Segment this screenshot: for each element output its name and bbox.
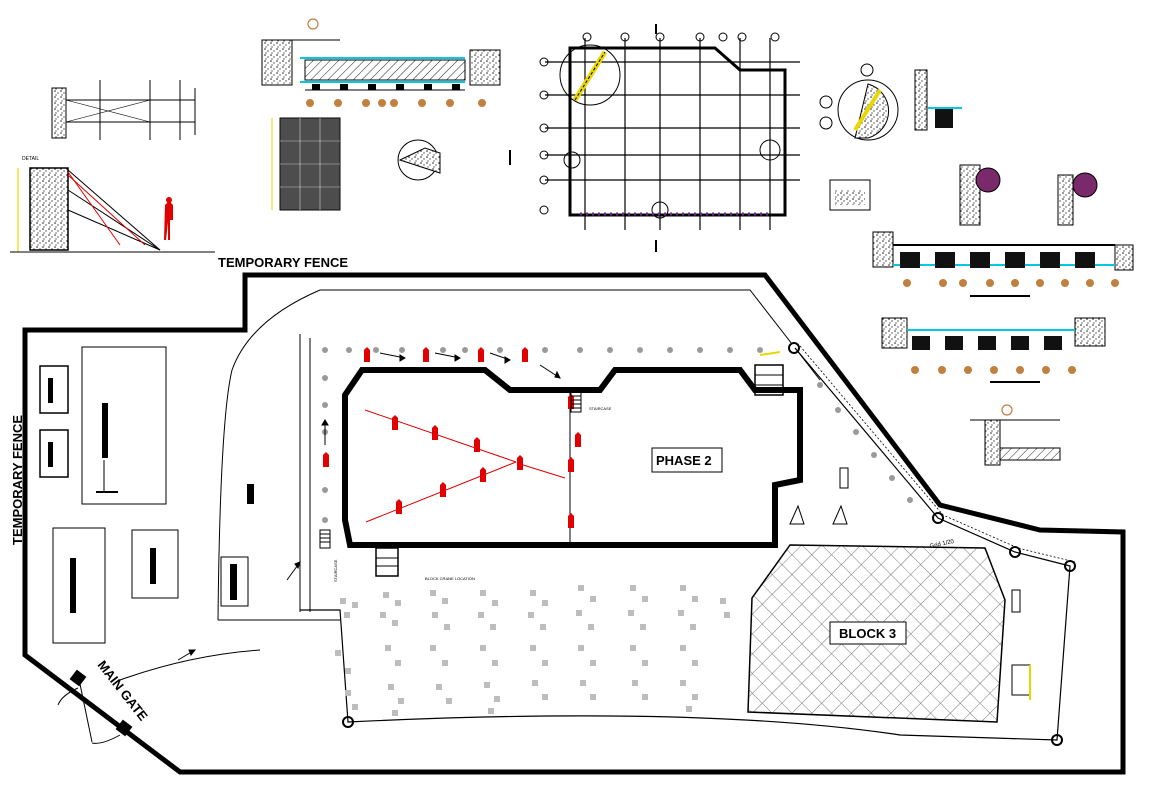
fence-posts bbox=[322, 347, 913, 523]
worker-marks-top bbox=[323, 347, 581, 528]
grid-reference-label: Grid 1/20 bbox=[929, 539, 955, 550]
svg-text:DETAIL: DETAIL bbox=[22, 156, 39, 162]
footing-section-h bbox=[872, 231, 1134, 297]
corner-detail-j bbox=[970, 404, 1061, 466]
main-gate bbox=[57, 669, 133, 744]
fence-detail-b: DETAIL bbox=[10, 156, 215, 253]
grid-plan-e bbox=[509, 24, 800, 252]
crane-note-label: BLOCK CRANE LOCATION bbox=[425, 576, 475, 581]
phase-2-label: PHASE 2 bbox=[656, 453, 712, 468]
parking-row-2 bbox=[335, 645, 698, 674]
site-offices bbox=[39, 346, 254, 644]
direction-arrows bbox=[177, 352, 561, 661]
inner-perimeter-fence bbox=[300, 345, 1076, 741]
detail-sketches: DETAIL bbox=[10, 18, 1134, 466]
block-3-area bbox=[747, 544, 1006, 723]
footing-section-i bbox=[881, 317, 1106, 383]
temporary-fence-left-label: TEMPORARY FENCE bbox=[10, 415, 25, 545]
site-equipment bbox=[789, 467, 1031, 700]
parking-row-1 bbox=[340, 585, 730, 630]
temporary-fence-top-label: TEMPORARY FENCE bbox=[218, 255, 348, 270]
block-3-label: BLOCK 3 bbox=[839, 626, 896, 641]
workers bbox=[323, 347, 581, 528]
circle-detail-f bbox=[819, 63, 962, 141]
temporary-fence-boundary bbox=[22, 272, 1126, 775]
section-detail-c bbox=[261, 18, 501, 107]
small-sections-g bbox=[829, 164, 1098, 226]
grid-detail-d bbox=[271, 117, 441, 211]
staircase-top-label: STAIRCASE bbox=[589, 406, 612, 411]
staircases bbox=[319, 391, 582, 549]
internal-road bbox=[119, 289, 821, 681]
staircase-left-label: STAIRCASE bbox=[333, 559, 338, 582]
parking-row-3 bbox=[345, 680, 698, 716]
fence-detail-a bbox=[51, 80, 196, 140]
parking-stacks bbox=[335, 585, 730, 716]
